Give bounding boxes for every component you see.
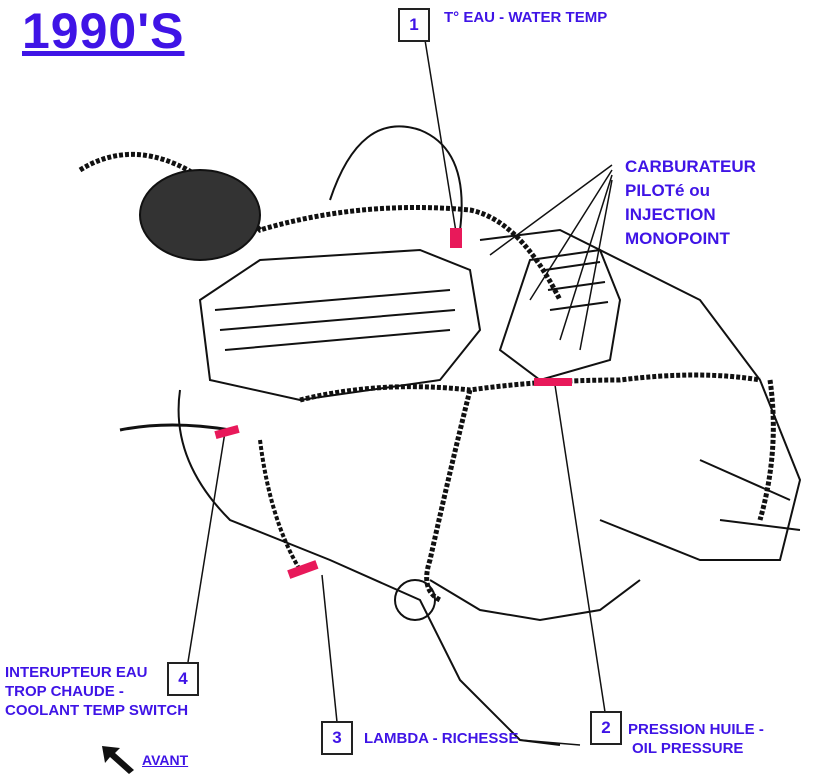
carb-label-line: MONOPOINT: [625, 229, 730, 248]
coolant-switch-sensor: [214, 425, 240, 439]
carb-label: CARBURATEUR PILOTé ou INJECTION MONOPOIN…: [625, 155, 756, 251]
carb-label-line: INJECTION: [625, 205, 716, 224]
callout-label-line: TROP CHAUDE -: [5, 683, 124, 700]
carb-label-line: CARBURATEUR: [625, 157, 756, 176]
page-title: 1990'S: [22, 3, 185, 59]
avant-link[interactable]: AVANT: [142, 752, 189, 768]
callout-label-line: PRESSION HUILE -: [628, 721, 764, 738]
oil-pressure-sensor: [534, 378, 572, 386]
lambda-sensor: [287, 560, 319, 579]
callout-number-2: 2: [590, 711, 622, 745]
callout-label-4: INTERUPTEUR EAU TROP CHAUDE - COOLANT TE…: [5, 663, 188, 720]
callout-label-1: T° EAU - WATER TEMP: [444, 9, 608, 26]
callout-label-2: PRESSION HUILE - OIL PRESSURE: [628, 720, 764, 758]
callout-label-line: INTERUPTEUR EAU: [5, 664, 148, 681]
callout-number-3: 3: [321, 721, 353, 755]
callout-number-1: 1: [398, 8, 430, 42]
callout-label-3: LAMBDA - RICHESSE: [364, 730, 519, 747]
sensor-markers: [214, 228, 572, 579]
carb-label-line: PILOTé ou: [625, 181, 710, 200]
arrow-up-left-icon: [102, 746, 134, 774]
callout-label-line: COOLANT TEMP SWITCH: [5, 702, 189, 719]
callout-number-4: 4: [167, 662, 199, 696]
water-temp-sensor: [450, 228, 462, 248]
callout-label-line: OIL PRESSURE: [632, 740, 744, 757]
